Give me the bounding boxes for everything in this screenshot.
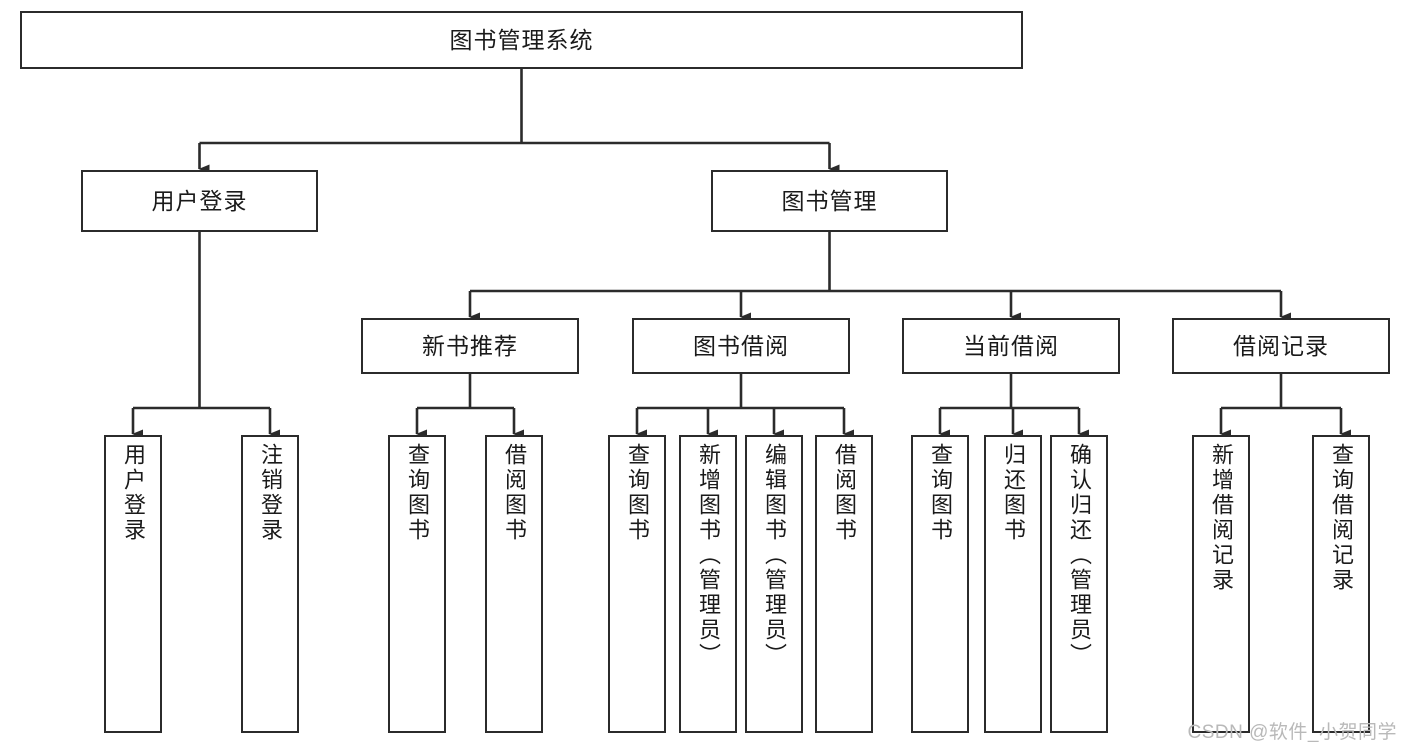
node-leaf-query-book-1[interactable]: 查询图书: [388, 435, 446, 733]
node-root[interactable]: 图书管理系统: [20, 11, 1023, 69]
node-leaf-query-book-3[interactable]: 查询图书: [911, 435, 969, 733]
node-leaf-return-book[interactable]: 归还图书: [984, 435, 1042, 733]
node-label-leaf-query-record: 查询借阅记录: [1329, 443, 1354, 593]
node-leaf-query-record[interactable]: 查询借阅记录: [1312, 435, 1370, 733]
node-label-leaf-confirm-return: 确认归还（管理员）: [1067, 443, 1092, 668]
node-label-new-book-rec: 新书推荐: [422, 332, 518, 359]
node-label-leaf-edit-book: 编辑图书（管理员）: [762, 443, 787, 668]
node-leaf-user-login[interactable]: 用户登录: [104, 435, 162, 733]
node-label-leaf-return-book: 归还图书: [1001, 443, 1026, 543]
node-leaf-confirm-return[interactable]: 确认归还（管理员）: [1050, 435, 1108, 733]
node-leaf-add-record[interactable]: 新增借阅记录: [1192, 435, 1250, 733]
node-label-borrow-record: 借阅记录: [1233, 332, 1329, 359]
node-leaf-edit-book[interactable]: 编辑图书（管理员）: [745, 435, 803, 733]
node-label-leaf-borrow-book-1: 借阅图书: [502, 443, 527, 543]
node-label-leaf-query-book-1: 查询图书: [405, 443, 430, 543]
node-book-borrow[interactable]: 图书借阅: [632, 318, 850, 374]
node-leaf-borrow-book-1[interactable]: 借阅图书: [485, 435, 543, 733]
node-borrow-record[interactable]: 借阅记录: [1172, 318, 1390, 374]
node-label-root: 图书管理系统: [449, 26, 594, 53]
node-book-manage[interactable]: 图书管理: [711, 170, 948, 232]
node-leaf-add-book[interactable]: 新增图书（管理员）: [679, 435, 737, 733]
csdn-watermark: CSDN @软件_小贺同学: [1187, 722, 1397, 743]
node-label-book-borrow: 图书借阅: [693, 332, 789, 359]
node-label-leaf-query-book-3: 查询图书: [928, 443, 953, 543]
node-user-login[interactable]: 用户登录: [81, 170, 318, 232]
node-current-borrow[interactable]: 当前借阅: [902, 318, 1120, 374]
node-label-leaf-add-record: 新增借阅记录: [1209, 443, 1234, 593]
node-label-leaf-logout: 注销登录: [258, 443, 283, 543]
node-label-leaf-user-login: 用户登录: [121, 443, 146, 543]
node-label-current-borrow: 当前借阅: [963, 332, 1059, 359]
node-leaf-query-book-2[interactable]: 查询图书: [608, 435, 666, 733]
node-label-book-manage: 图书管理: [781, 187, 878, 214]
node-label-user-login: 用户登录: [151, 187, 248, 214]
node-new-book-rec[interactable]: 新书推荐: [361, 318, 579, 374]
node-label-leaf-query-book-2: 查询图书: [625, 443, 650, 543]
node-leaf-borrow-book-2[interactable]: 借阅图书: [815, 435, 873, 733]
node-label-leaf-borrow-book-2: 借阅图书: [832, 443, 857, 543]
node-leaf-logout[interactable]: 注销登录: [241, 435, 299, 733]
node-label-leaf-add-book: 新增图书（管理员）: [696, 443, 721, 668]
